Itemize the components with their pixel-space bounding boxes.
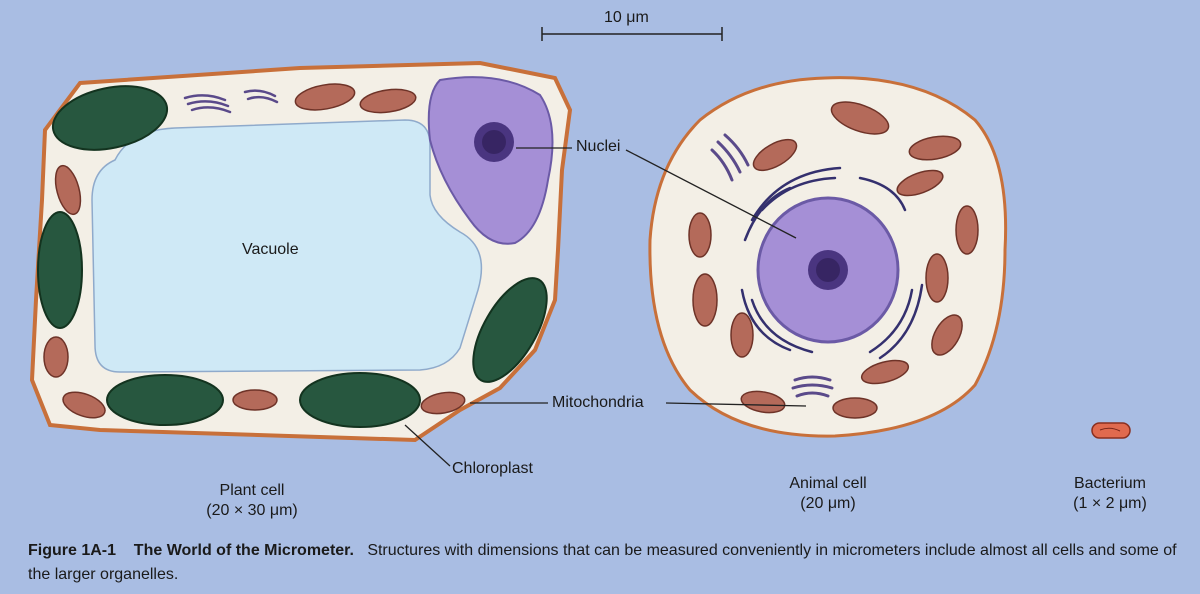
animal-nucleus	[756, 196, 900, 344]
animal-cell-size: (20 μm)	[800, 495, 856, 512]
plant-golgi	[183, 89, 279, 114]
plant-cell-size: (20 × 30 μm)	[206, 502, 298, 519]
figure-title: The World of the Micrometer.	[133, 542, 354, 559]
chloroplast-label: Chloroplast	[452, 460, 533, 477]
animal-cell-name: Animal cell	[789, 475, 867, 492]
figure-text: Structures with dimensions that can be m…	[28, 542, 1177, 583]
bacterium-label: Bacterium (1 × 2 μm)	[1030, 474, 1190, 514]
animal-er	[740, 166, 924, 360]
scale-bar	[541, 27, 723, 41]
vacuole	[91, 119, 483, 373]
animal-cell-label: Animal cell (20 μm)	[748, 474, 908, 514]
bacterium-name: Bacterium	[1073, 475, 1147, 492]
plant-mitochondria	[43, 83, 466, 419]
mitochondria-label: Mitochondria	[552, 394, 644, 411]
animal-golgi	[710, 133, 834, 398]
leader-lines	[404, 147, 807, 467]
nuclei-label: Nuclei	[576, 138, 621, 155]
figure-caption: Figure 1A-1 The World of the Micrometer.…	[28, 539, 1178, 587]
plant-cell	[29, 60, 573, 443]
plant-cell-name: Plant cell	[219, 482, 285, 499]
chloroplast	[37, 85, 548, 428]
plant-nucleus	[427, 76, 554, 245]
figure-number: Figure 1A-1	[28, 542, 117, 559]
vacuole-label: Vacuole	[242, 241, 299, 258]
animal-mitochondria	[688, 101, 979, 419]
bacterium	[1091, 422, 1131, 439]
animal-cell	[648, 76, 1008, 438]
bacterium-size: (1 × 2 μm)	[1073, 495, 1147, 512]
plant-cell-label: Plant cell (20 × 30 μm)	[172, 481, 332, 521]
scale-bar-label: 10 μm	[604, 9, 649, 26]
